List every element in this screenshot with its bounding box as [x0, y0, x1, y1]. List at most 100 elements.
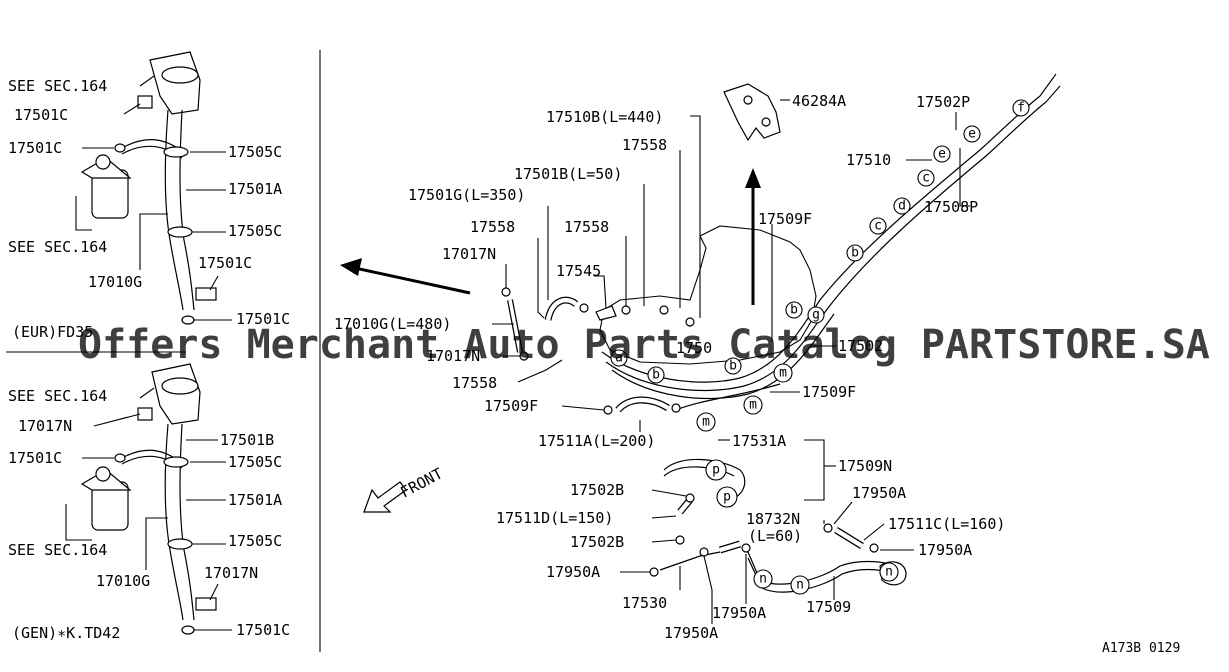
leader-17558-d — [517, 359, 563, 383]
callout-c-1-letter: c — [874, 219, 882, 234]
hose-17511c-main-inner — [834, 528, 864, 548]
front-arrow — [363, 481, 407, 513]
label-variant-gen: (GEN)∗K.TD42 — [12, 624, 120, 642]
clip-17505c-lower-top — [167, 226, 193, 238]
fuel-pipe-main-1 — [601, 95, 1041, 383]
left-top-panel: SEE SEC.164 17501C 17501C 17505C 17501A … — [8, 51, 290, 341]
hose-17010g-main-inner — [508, 299, 522, 353]
label-17558-d-top: 17558 — [470, 218, 515, 236]
callout-c-2 — [917, 169, 935, 187]
clamp-17502b-b — [675, 535, 685, 545]
clip-17017n-right-bottom — [195, 597, 217, 611]
leader-17511c — [863, 523, 885, 541]
label-17017n-right-bottom: 17017N — [204, 564, 258, 582]
label-17501c-bottom-bottom: 17501C — [236, 621, 290, 639]
fuel-pipe-main-2 — [605, 101, 1047, 392]
callout-p-1 — [705, 459, 727, 481]
clip-17950a-top — [823, 523, 833, 533]
clamp-17509f-right — [671, 403, 681, 413]
callout-n-2 — [790, 575, 810, 595]
label-17509f-top: 17509F — [758, 210, 812, 228]
label-17505c-upper-bottom: 17505C — [228, 453, 282, 471]
label-17501c-left-bottom: 17501C — [8, 449, 62, 467]
hose-17501g-main-inner — [545, 298, 578, 321]
clip-17950a-right — [869, 543, 879, 553]
label-see-sec-lower-top: SEE SEC.164 — [8, 238, 107, 256]
label-17017n-a: 17017N — [442, 245, 496, 263]
callout-n-1 — [753, 569, 773, 589]
bracket-46284a — [723, 83, 781, 142]
leader-17545 — [594, 275, 607, 309]
direction-arrow-left-head — [340, 258, 362, 276]
clamp-17510b-end — [685, 317, 695, 327]
label-17950a-mid: 17950A — [712, 604, 766, 622]
label-see-sec-upper-top: SEE SEC.164 — [8, 77, 107, 95]
callout-n-1-letter: n — [759, 572, 767, 587]
pipe-17509f-lower — [675, 383, 781, 411]
label-17502b-a: 17502B — [570, 481, 624, 499]
clip-17950a-mid — [741, 543, 751, 553]
callout-d — [893, 197, 911, 215]
callout-p-2-letter: p — [723, 490, 731, 505]
label-17501c-left-top: 17501C — [8, 139, 62, 157]
label-17950a-left: 17950A — [546, 563, 600, 581]
pipe-17531a-2 — [663, 466, 735, 477]
hose-17511a-main-inner — [616, 397, 670, 412]
label-17505c-lower-top: 17505C — [228, 222, 282, 240]
watermark: Offers Merchant Auto Parts Catalog PARTS… — [78, 322, 1210, 368]
callout-b-2 — [724, 357, 742, 375]
callout-c-1 — [869, 217, 887, 235]
leader-17508p — [959, 148, 970, 207]
clamp-17558-b — [621, 305, 631, 315]
callout-e-1 — [933, 145, 951, 163]
clip-17501c-bottom-bottom — [181, 625, 195, 635]
label-17502: 17502 — [838, 337, 883, 355]
label-17501c-right-top: 17501C — [198, 254, 252, 272]
label-17501c-upper-top: 17501C — [14, 106, 68, 124]
pipe-17530 — [659, 551, 721, 571]
label-17558-c: 17558 — [452, 374, 497, 392]
fuel-pipe-main-3 — [611, 313, 835, 400]
label-18732n: 18732N — [746, 510, 800, 528]
clamp-17502b-a — [685, 493, 695, 503]
bracket-hole-1 — [743, 95, 753, 105]
callout-b-3 — [785, 301, 803, 319]
callout-f-letter: f — [1017, 101, 1025, 116]
label-17511c: 17511C(L=160) — [888, 515, 1005, 533]
label-17502-dup: 1750 — [676, 339, 712, 357]
callouts: a b b b b c c d e e f g m — [610, 99, 1030, 595]
fuel-filter-cap-top — [161, 66, 199, 84]
filter-bolt-bottom — [95, 466, 111, 482]
leader-see-sec-3 — [139, 387, 155, 399]
label-17505c-upper-top: 17505C — [228, 143, 282, 161]
fuel-pipe-end — [1039, 73, 1061, 103]
leader-17502b-a — [651, 489, 687, 497]
callout-g-letter: g — [812, 308, 820, 323]
clamp-17017n-top — [501, 287, 511, 297]
leader-see-sec-2 — [75, 196, 92, 231]
label-17558-a: 17558 — [622, 136, 667, 154]
label-diagram-code: A173B 0129 — [1102, 641, 1180, 656]
leader-hose-g-2 — [145, 517, 168, 570]
callout-p-2 — [716, 486, 738, 508]
callout-a — [610, 349, 628, 367]
label-17501g: 17501G(L=350) — [408, 186, 525, 204]
filter-bolt-top — [95, 154, 111, 170]
left-bottom-panel: SEE SEC.164 17017N 17501B 17501C 17505C … — [8, 363, 290, 642]
label-18732n-len: (L=60) — [748, 527, 802, 545]
callout-b-4-letter: b — [851, 246, 859, 261]
callout-p-1-letter: p — [712, 463, 720, 478]
callout-b-3-letter: b — [790, 303, 798, 318]
callout-m-3-letter: m — [702, 415, 710, 430]
leader-see-sec-4 — [65, 504, 92, 541]
label-17501b-bottom: 17501B — [220, 431, 274, 449]
callout-e-2-letter: e — [968, 127, 976, 142]
clip-17501c-left-top — [114, 143, 126, 153]
label-17010g-bottom: 17010G — [96, 572, 150, 590]
label-17508p: 17508P — [924, 198, 978, 216]
label-17501a-top: 17501A — [228, 180, 282, 198]
direction-arrow-left-shaft — [354, 266, 471, 295]
leader-17950a-top — [833, 501, 853, 525]
leader-17511d — [651, 515, 677, 519]
